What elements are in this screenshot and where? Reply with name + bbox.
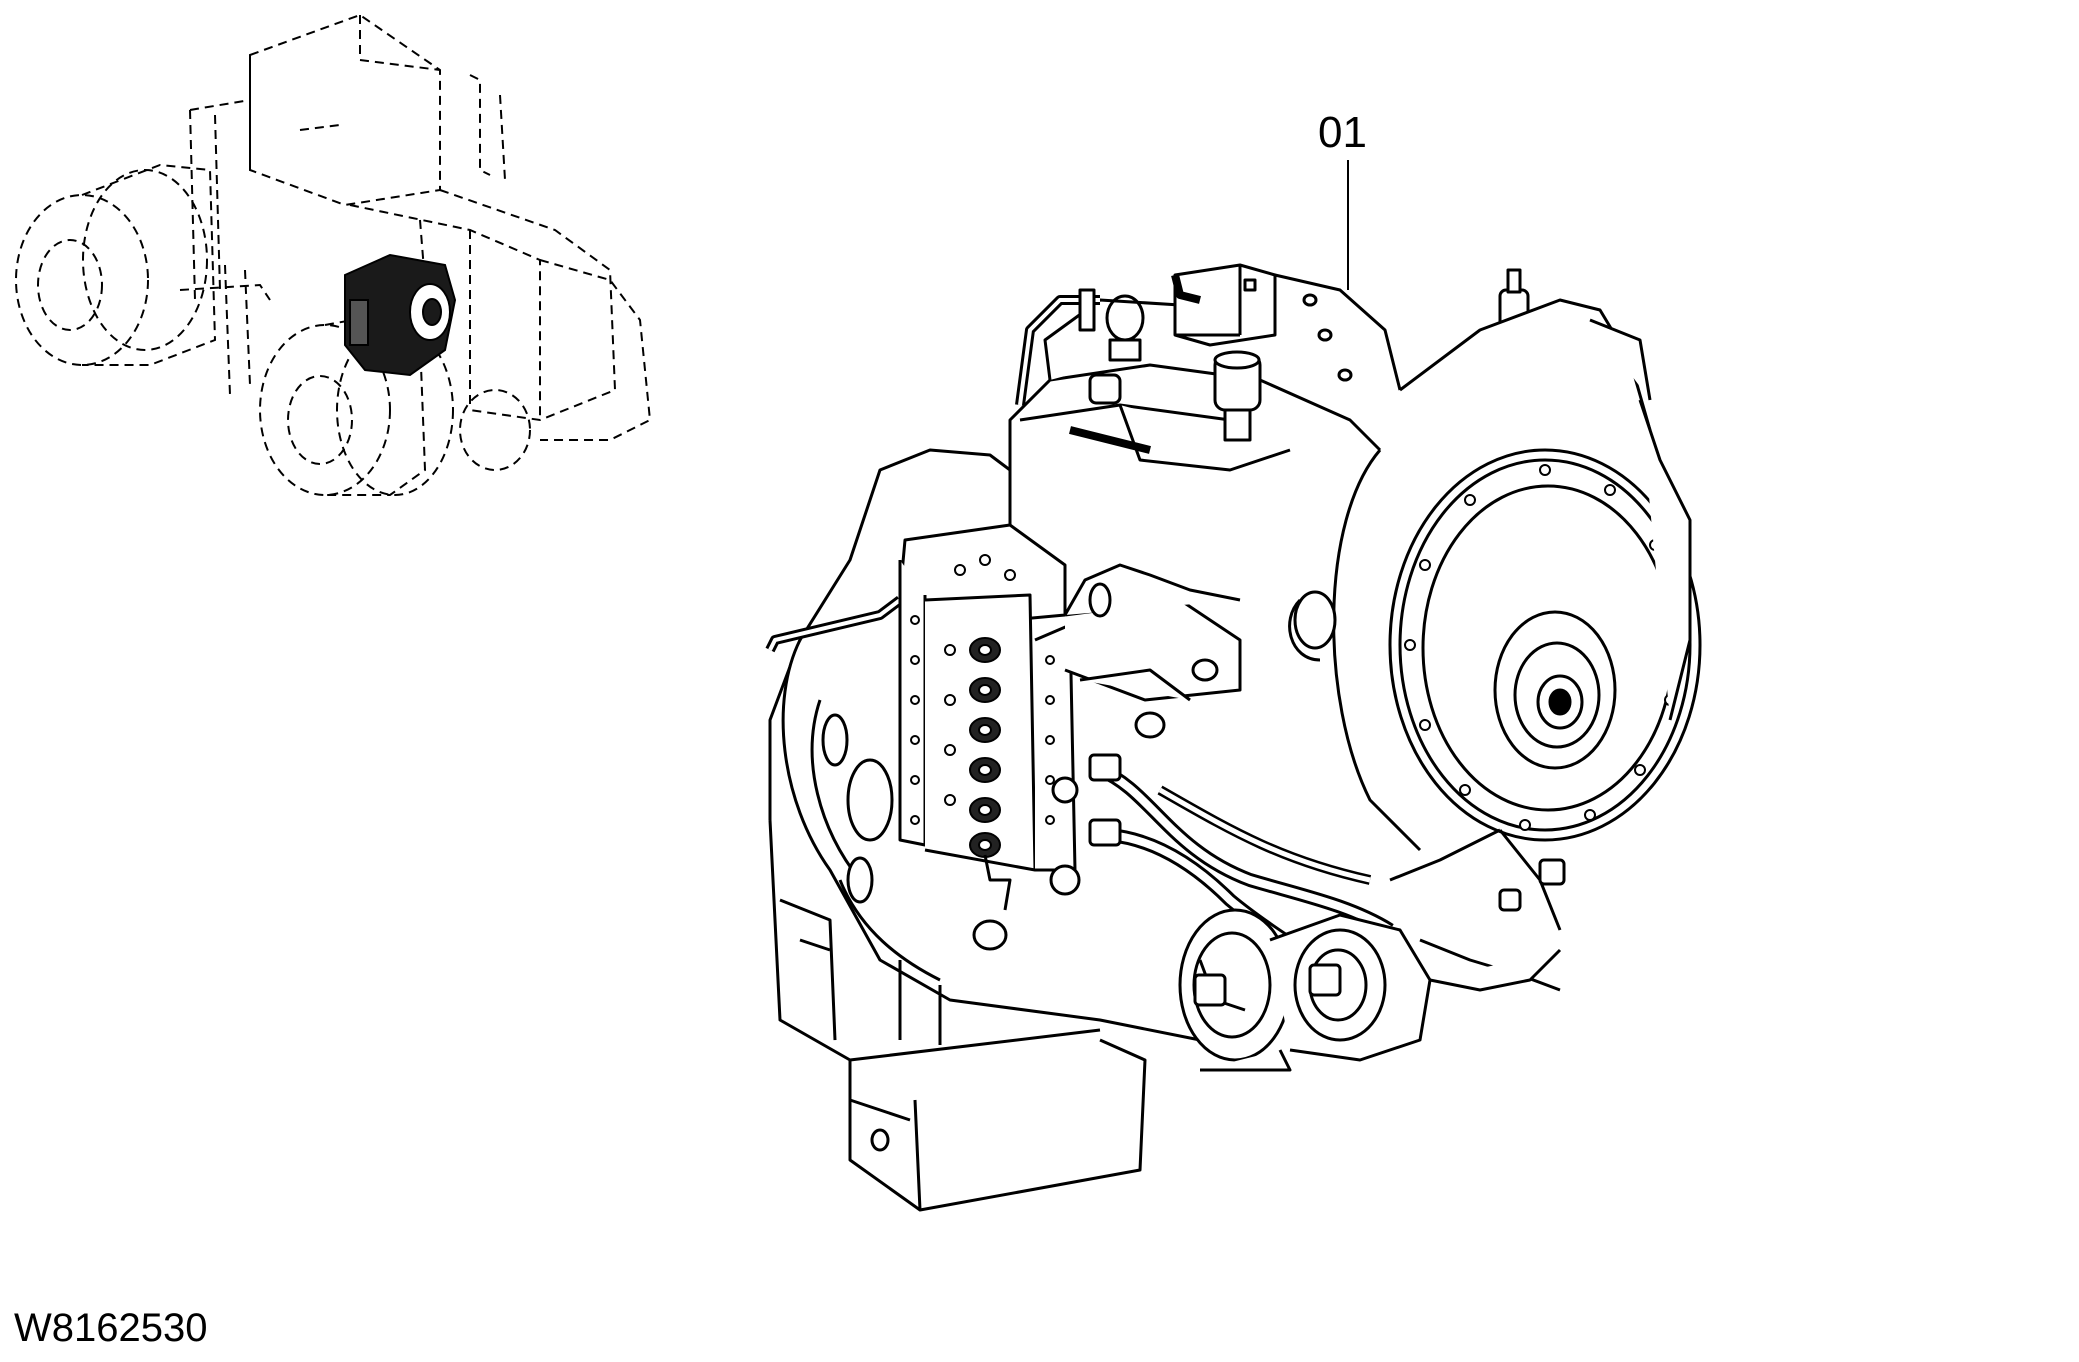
drawing-number: W8162530	[14, 1306, 208, 1350]
transmission-assembly-icon	[765, 263, 1702, 1212]
callout-01: 01	[1318, 108, 1367, 157]
machine-locator-icon	[15, 13, 652, 496]
locator-transmission-highlight	[344, 253, 457, 377]
